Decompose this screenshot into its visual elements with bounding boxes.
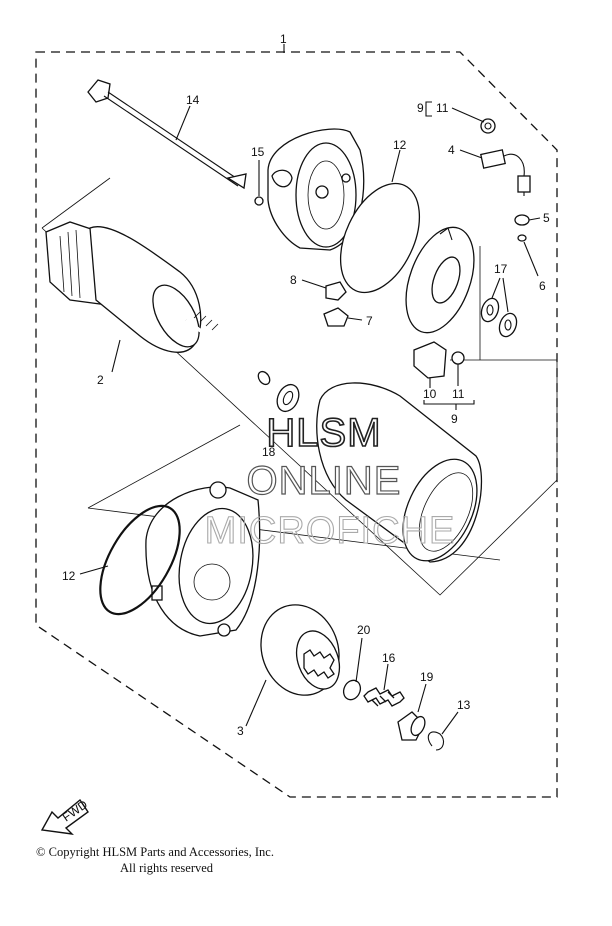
leader-6 xyxy=(523,241,539,277)
watermark-line-3: MICROFICHE xyxy=(205,510,456,552)
upper-subassembly-outline xyxy=(41,227,558,596)
leader-12-lower xyxy=(79,565,109,575)
spring-16 xyxy=(363,687,405,707)
leader-4 xyxy=(459,149,483,159)
leader-16 xyxy=(383,663,389,691)
screw-11-lower xyxy=(451,351,465,365)
washer-17a-hole xyxy=(486,304,494,316)
callout-13: 13 xyxy=(457,698,471,712)
washer-18 xyxy=(276,383,300,413)
leader-13 xyxy=(441,711,459,735)
leader-17a xyxy=(491,277,501,299)
callout-9-bottom: 9 xyxy=(451,412,458,426)
washer-6 xyxy=(517,234,527,242)
upper-outline-top xyxy=(41,177,111,229)
screw-top xyxy=(480,118,496,134)
callout-2: 2 xyxy=(97,373,104,387)
leader-8 xyxy=(301,279,327,289)
front-cover xyxy=(145,481,261,637)
leader-17b xyxy=(502,277,509,313)
callout-10: 10 xyxy=(423,387,437,401)
nut-8 xyxy=(325,281,347,301)
o-ring-small xyxy=(254,196,264,206)
leader-19 xyxy=(417,683,427,713)
callout-12-upper: 12 xyxy=(393,138,407,152)
nut-5 xyxy=(514,214,530,226)
starter-clutch xyxy=(260,604,341,696)
callout-14: 14 xyxy=(186,93,200,107)
through-bolt xyxy=(87,79,247,190)
callout-8: 8 xyxy=(290,273,297,287)
leader-20 xyxy=(355,637,363,683)
callout-16: 16 xyxy=(382,651,396,665)
leader-12-upper xyxy=(391,149,401,183)
nut-7 xyxy=(323,307,349,327)
lower-subassembly-outline xyxy=(87,424,241,509)
o-ring-large-upper xyxy=(339,182,421,294)
washer-20 xyxy=(342,679,362,701)
callout-3: 3 xyxy=(237,724,244,738)
callout-11-bottom: 11 xyxy=(452,387,465,401)
callout-7: 7 xyxy=(366,314,373,328)
callout-5: 5 xyxy=(543,211,550,225)
armature xyxy=(45,221,271,386)
circlip-13 xyxy=(427,731,445,751)
callout-19: 19 xyxy=(420,670,434,684)
rear-cover xyxy=(267,128,365,251)
collar-19 xyxy=(397,711,426,741)
brush-plate xyxy=(405,226,475,334)
callout-4: 4 xyxy=(448,143,455,157)
callout-18: 18 xyxy=(262,445,276,459)
callout-15: 15 xyxy=(251,145,265,159)
watermark-line-2: ONLINE xyxy=(247,459,402,503)
leader-3 xyxy=(245,679,267,727)
yoke xyxy=(316,382,483,563)
washer-18-hole xyxy=(282,390,294,406)
brush-10 xyxy=(413,341,447,379)
assembly-boundary xyxy=(35,51,558,798)
washer-17a xyxy=(480,297,500,323)
callout-20: 20 xyxy=(357,623,371,637)
callout-1: 1 xyxy=(280,32,287,46)
callout-6: 6 xyxy=(539,279,546,293)
callout-11-top: 11 xyxy=(436,101,449,115)
copyright-line-2: All rights reserved xyxy=(120,861,214,875)
bracket-9-lower xyxy=(423,400,475,405)
washer-17b-hole xyxy=(504,319,512,331)
brush-lead xyxy=(480,149,531,196)
callout-9-top: 9 xyxy=(417,101,424,115)
fwd-arrow-icon: FWD xyxy=(40,797,90,835)
callout-17: 17 xyxy=(494,262,508,276)
bracket-9-11 xyxy=(425,101,432,117)
callout-12-lower: 12 xyxy=(62,569,76,583)
o-ring-large-lower xyxy=(99,504,181,616)
leader-14 xyxy=(175,105,191,141)
leader-7 xyxy=(347,317,363,321)
leader-5 xyxy=(528,217,541,221)
copyright-line-1: © Copyright HLSM Parts and Accessories, … xyxy=(36,845,274,859)
watermark-line-1: HLSM xyxy=(266,411,381,455)
leader-2 xyxy=(111,339,121,373)
washer-17b xyxy=(498,312,518,338)
leader-11-top xyxy=(451,107,485,123)
